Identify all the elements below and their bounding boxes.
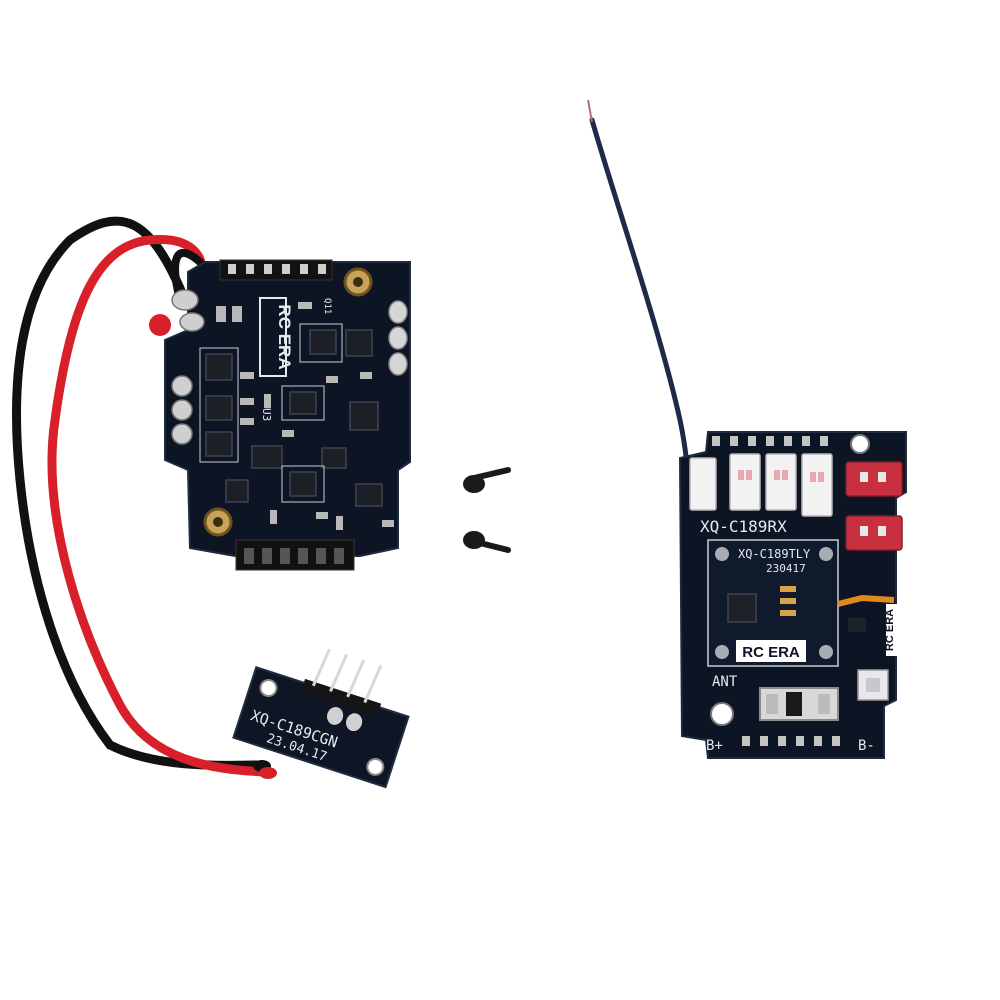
module-brand-box [736, 640, 806, 662]
right-board: XQ-C189RX XQ-C189TLY 230417 RC ERA RC ER… [587, 99, 907, 759]
bminus-label: B- [858, 738, 875, 754]
passives [216, 302, 394, 530]
module-chip [727, 593, 757, 623]
red-connectors [845, 461, 903, 551]
left-board-ref-u3: U3 [260, 408, 273, 421]
mount-hole [850, 434, 870, 454]
brand-label-box [259, 297, 287, 377]
bplus-label: B+ [706, 738, 723, 754]
top-pins [712, 436, 828, 446]
chips [205, 329, 383, 507]
switch-slider [786, 692, 802, 716]
small-board-wire-ends [253, 760, 277, 779]
screw-icon [463, 467, 511, 493]
module-brand: RC ERA [742, 644, 800, 661]
pin-header-base [300, 678, 382, 717]
right-board-model: XQ-C189RX [700, 517, 787, 536]
left-board-brand: RC ERA [275, 304, 294, 369]
module-gold-pins [780, 586, 796, 616]
wire-joints [171, 289, 205, 445]
white-connectors [689, 453, 833, 517]
module-model: XQ-C189TLY [738, 547, 811, 561]
ant-label: ANT [712, 674, 738, 690]
solder-pads [388, 300, 408, 376]
module-mount-holes [715, 547, 833, 659]
left-board: RC ERA U3 Q11 [164, 259, 411, 571]
red-wire-sleeve [149, 314, 171, 336]
left-board-ref-q11: Q11 [322, 298, 332, 314]
small-board: XQ-C189CGN 23.04.17 [232, 648, 410, 789]
mount-hole [710, 702, 734, 726]
module-date: 230417 [766, 562, 806, 575]
black-wire [12, 216, 265, 770]
mount-hole [259, 679, 278, 698]
side-brand-box [886, 604, 906, 656]
mount-hole [366, 757, 385, 776]
flex-cable [837, 594, 895, 607]
black-wire-top-loop [171, 248, 204, 304]
red-wire [47, 235, 273, 777]
top-header [219, 259, 333, 281]
pins [311, 648, 383, 704]
wire-harness [12, 216, 273, 777]
bottom-pads [742, 736, 840, 746]
screw-icon [463, 531, 511, 553]
side-brand: RC ERA [884, 609, 896, 651]
